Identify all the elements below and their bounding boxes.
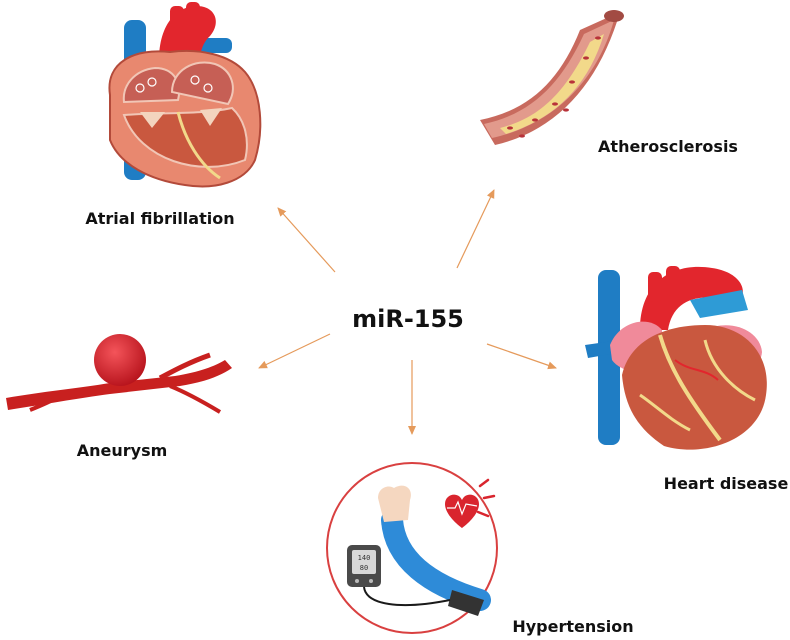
heart-icon [585,266,767,450]
arrow-to-aneurysm [258,333,331,369]
arrow-to-atherosclerosis [456,189,495,269]
monitor-reading-top: 140 [358,554,371,562]
aneurysm-label: Aneurysm [77,441,168,460]
aneurysm-vessel-icon [6,334,232,414]
heart-disease-label: Heart disease [664,474,789,493]
artery-plaque-icon [480,10,624,145]
arrows [258,189,557,435]
arrow-to-heart-disease [486,343,557,370]
atrial-fibrillation-label: Atrial fibrillation [85,209,234,228]
center-label: miR-155 [352,305,464,333]
monitor-reading-bottom: 80 [360,564,368,572]
heart-cross-section-icon [108,2,262,188]
blood-pressure-icon [326,462,498,634]
hypertension-label: Hypertension [512,617,633,636]
atherosclerosis-label: Atherosclerosis [598,137,738,156]
arrow-to-atrial-fibrillation [277,207,336,273]
